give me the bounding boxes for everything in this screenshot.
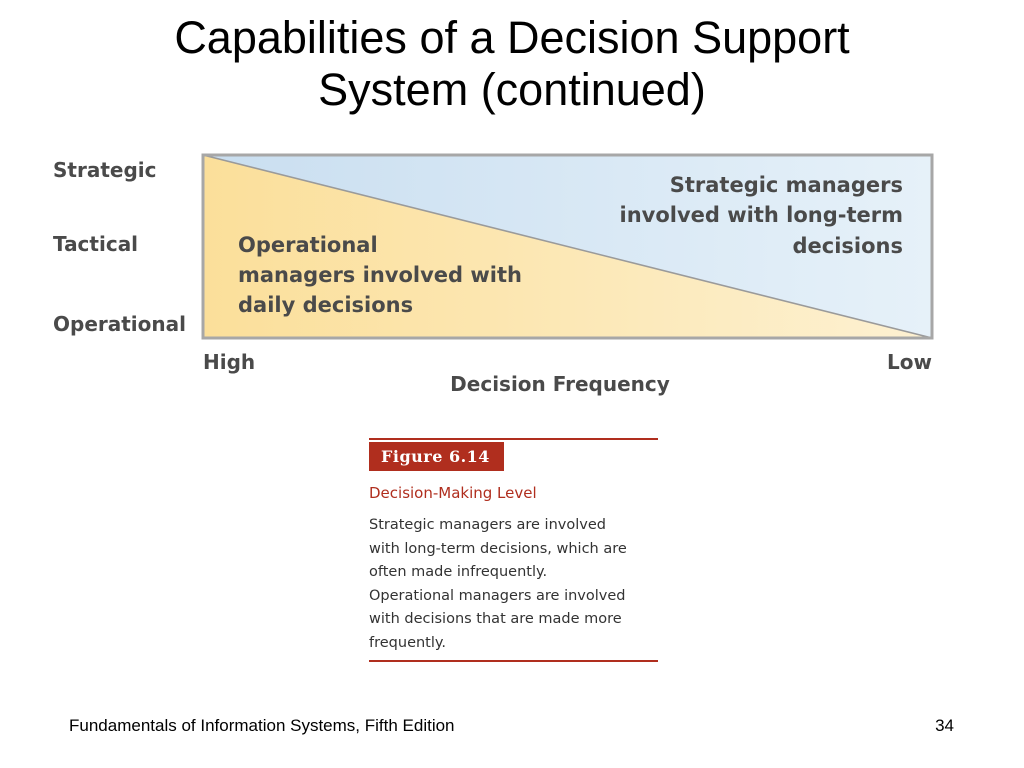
strategic-region-text-line-1: Strategic managers — [670, 173, 903, 197]
y-level-strategic: Strategic — [53, 158, 156, 182]
figure-description-line: with decisions that are made more — [369, 611, 622, 627]
y-level-operational: Operational — [53, 312, 186, 336]
figure-description-line: often made infrequently. — [369, 564, 548, 580]
page-number: 34 — [935, 716, 954, 735]
figure-description-line: frequently. — [369, 634, 447, 651]
figure-title: Decision-Making Level — [369, 484, 537, 502]
slide-title-line-2: System (continued) — [318, 64, 706, 115]
figure-number-badge: Figure 6.14 — [369, 442, 504, 471]
strategic-region-text-line-2: involved with long-term — [620, 203, 903, 227]
footer-book-title: Fundamentals of Information Systems, Fif… — [69, 716, 455, 735]
x-axis-title: Decision Frequency — [450, 372, 670, 396]
figure-caption: Figure 6.14 Decision-Making Level Strate… — [369, 438, 658, 662]
slide-title: Capabilities of a Decision Support Syste… — [0, 12, 1024, 116]
strategic-region-text-line-3: decisions — [793, 234, 904, 258]
operational-region-text-line-3: daily decisions — [238, 293, 413, 317]
figure-description: Strategic managers are involved with lon… — [369, 514, 658, 655]
slide-title-line-1: Capabilities of a Decision Support — [174, 12, 850, 63]
figure-description-line: with long-term decisions, which are — [369, 540, 627, 557]
decision-level-diagram: Strategic Tactical Operational High Low … — [53, 153, 934, 396]
x-label-high: High — [203, 350, 255, 374]
figure-description-line: Strategic managers are involved — [369, 517, 606, 533]
figure-description-line: Operational managers are involved — [369, 587, 626, 604]
operational-region-text-line-1: Operational — [238, 233, 378, 257]
diagonal-divider — [202, 154, 933, 339]
operational-region-text-line-2: managers involved with — [238, 263, 522, 287]
y-level-tactical: Tactical — [53, 232, 138, 256]
diagram-frame — [201, 153, 934, 340]
x-label-low: Low — [887, 350, 932, 374]
